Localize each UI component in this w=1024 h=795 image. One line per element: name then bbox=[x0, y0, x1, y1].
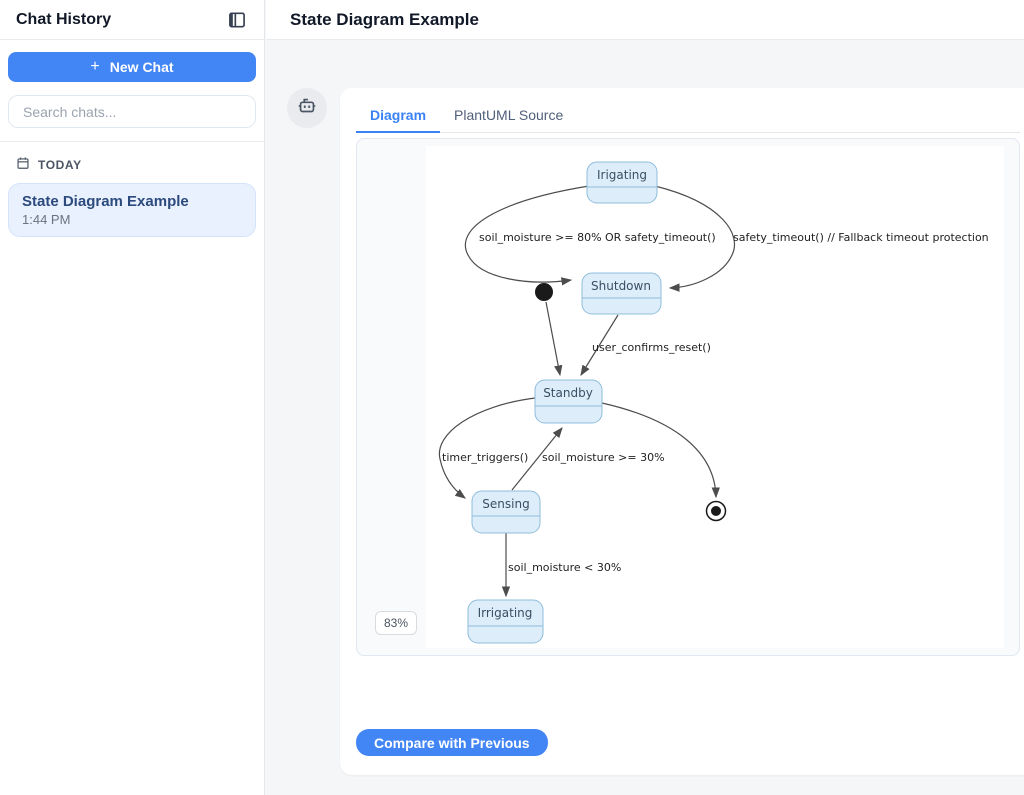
tab-bar: Diagram PlantUML Source bbox=[356, 100, 1020, 133]
main-body: Diagram PlantUML Source bbox=[266, 40, 1024, 795]
chat-item-time: 1:44 PM bbox=[22, 212, 71, 227]
main-header: State Diagram Example bbox=[266, 0, 1024, 40]
state-label: Irigating bbox=[597, 168, 647, 182]
plus-icon: + bbox=[90, 58, 100, 75]
collapse-sidebar-icon[interactable] bbox=[226, 9, 248, 31]
state-node-shutdown: Shutdown bbox=[581, 272, 662, 315]
new-chat-button[interactable]: + New Chat bbox=[8, 52, 256, 82]
assistant-avatar bbox=[287, 88, 327, 128]
state-node-irrigating: Irrigating bbox=[467, 599, 544, 644]
today-label: TODAY bbox=[38, 157, 82, 172]
edge-label: soil_moisture < 30% bbox=[508, 561, 621, 574]
page-title: State Diagram Example bbox=[290, 9, 479, 29]
edge-label: timer_triggers() bbox=[442, 451, 528, 464]
chat-item-title: State Diagram Example bbox=[22, 193, 189, 210]
edge-shutdown-standby bbox=[580, 314, 619, 377]
initial-state-node bbox=[535, 283, 553, 301]
calendar-icon bbox=[16, 156, 30, 173]
new-chat-label: New Chat bbox=[109, 59, 174, 75]
state-label: Irrigating bbox=[478, 606, 533, 620]
state-label: Sensing bbox=[482, 497, 529, 511]
sidebar-actions: + New Chat bbox=[0, 40, 264, 142]
chat-list-item[interactable]: State Diagram Example 1:44 PM bbox=[8, 183, 256, 237]
state-node-irigating: Irigating bbox=[586, 161, 658, 204]
diagram-card: Diagram PlantUML Source bbox=[340, 88, 1024, 775]
tab-diagram[interactable]: Diagram bbox=[356, 100, 441, 133]
edge-standby-sensing bbox=[438, 397, 536, 499]
edge-irigating-shutdown-right bbox=[654, 185, 736, 292]
state-label: Standby bbox=[543, 386, 593, 400]
state-node-sensing: Sensing bbox=[471, 490, 541, 534]
chat-history-sidebar: Chat History + New Chat TODAY Sta bbox=[0, 0, 265, 795]
sidebar-title: Chat History bbox=[16, 10, 112, 28]
edge-initial-standby bbox=[545, 301, 563, 377]
edge-label: user_confirms_reset() bbox=[592, 341, 711, 354]
transition-labels: soil_moisture >= 80% OR safety_timeout()… bbox=[442, 231, 989, 574]
tab-plantuml-source[interactable]: PlantUML Source bbox=[454, 107, 564, 123]
edge-label: soil_moisture >= 30% bbox=[542, 451, 665, 464]
edge-label: safety_timeout() // Fallback timeout pro… bbox=[733, 231, 989, 244]
compare-with-previous-button[interactable]: Compare with Previous bbox=[356, 729, 548, 756]
state-node-standby: Standby bbox=[534, 379, 603, 424]
edge-irigating-shutdown-left bbox=[464, 185, 590, 286]
state-diagram-svg: soil_moisture >= 80% OR safety_timeout()… bbox=[438, 161, 989, 644]
state-label: Shutdown bbox=[591, 279, 651, 293]
search-input[interactable] bbox=[8, 95, 256, 128]
state-diagram-image: soil_moisture >= 80% OR safety_timeout()… bbox=[426, 146, 1004, 648]
today-section-header: TODAY bbox=[0, 142, 264, 181]
sidebar-header: Chat History bbox=[0, 0, 264, 40]
assistant-message-row: Diagram PlantUML Source bbox=[266, 40, 1024, 775]
diagram-viewport[interactable]: soil_moisture >= 80% OR safety_timeout()… bbox=[356, 138, 1020, 656]
main-area: State Diagram Example Diagram bbox=[266, 0, 1024, 795]
edge-standby-final bbox=[601, 402, 720, 499]
final-state-node bbox=[705, 500, 727, 522]
transition-edges bbox=[438, 185, 736, 598]
edge-label: soil_moisture >= 80% OR safety_timeout() bbox=[479, 231, 716, 244]
zoom-level-badge: 83% bbox=[375, 611, 418, 635]
edge-sensing-standby bbox=[511, 427, 563, 491]
robot-icon bbox=[296, 95, 318, 122]
